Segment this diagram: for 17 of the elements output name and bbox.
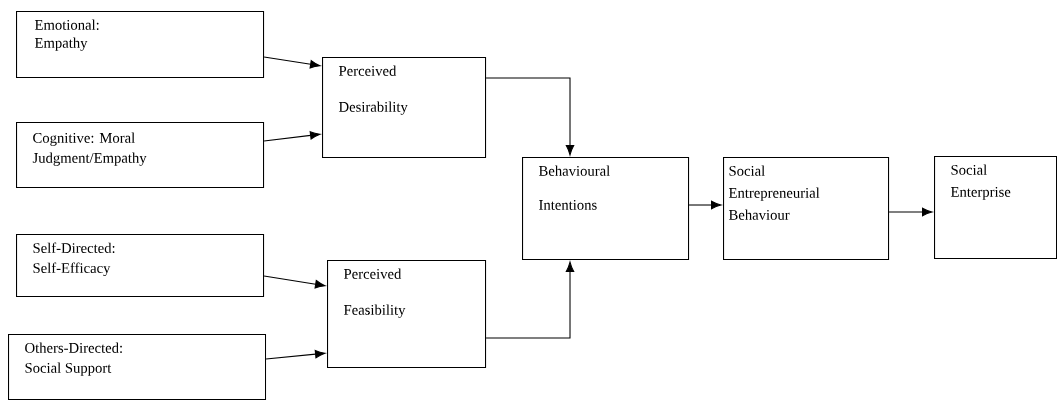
arrow bbox=[263, 56, 321, 69]
text-box: Perceived Desirability bbox=[322, 57, 487, 159]
text-box: Others-Directed: Social Support bbox=[8, 334, 267, 400]
arrow bbox=[485, 261, 575, 339]
text-box: Self-Directed: Self-Efficacy bbox=[16, 234, 265, 298]
arrow bbox=[688, 200, 722, 210]
text-box: Social Entrepreneurial Behaviour bbox=[723, 157, 890, 261]
text-box: Emotional: Empathy bbox=[16, 11, 265, 79]
text-box: Social Enterprise bbox=[934, 156, 1057, 260]
arrow bbox=[888, 207, 933, 217]
arrow bbox=[265, 349, 326, 360]
text-box: Cognitive: Moral Judgment/Empathy bbox=[16, 122, 265, 189]
arrow bbox=[263, 131, 321, 142]
arrow bbox=[485, 77, 575, 156]
text-box: Perceived Feasibility bbox=[327, 260, 487, 369]
arrow bbox=[263, 275, 326, 289]
text-box: Behavioural Intentions bbox=[522, 157, 690, 261]
